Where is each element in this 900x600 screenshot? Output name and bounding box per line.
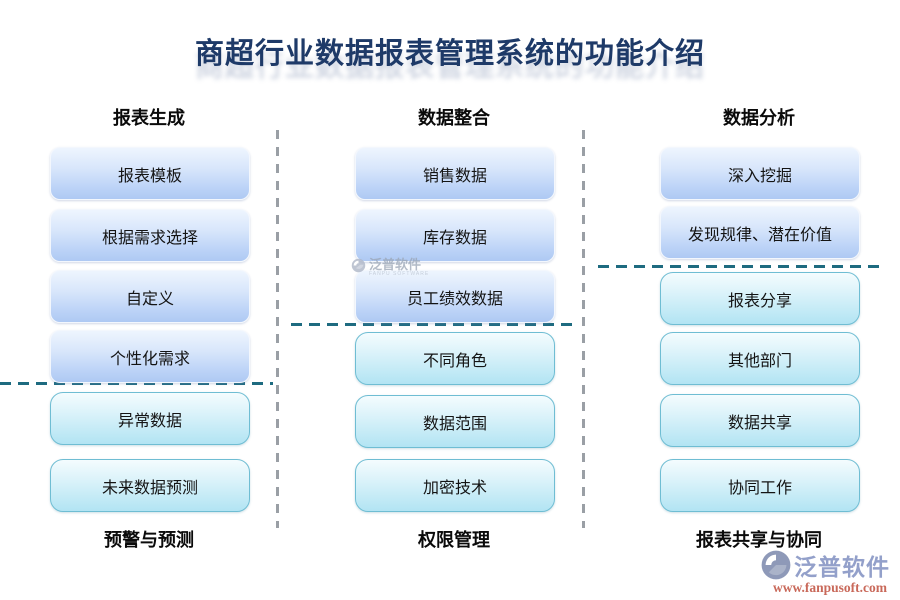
group-divider-col3 xyxy=(598,265,881,268)
column-footer-permission-management: 权限管理 xyxy=(418,530,490,550)
column-footer-warning-forecast: 预警与预测 xyxy=(104,530,194,550)
box-inventory-data: 库存数据 xyxy=(355,209,555,262)
box-deep-mining: 深入挖掘 xyxy=(660,147,860,200)
page-title: 商超行业数据报表管理系统的功能介绍 xyxy=(194,38,705,70)
box-discover-patterns-value: 发现规律、潜在价值 xyxy=(660,206,860,259)
fanpu-logo-icon xyxy=(760,549,792,581)
box-personalized-need: 个性化需求 xyxy=(50,330,250,383)
box-employee-performance-data: 员工绩效数据 xyxy=(355,270,555,323)
box-encryption-technology: 加密技术 xyxy=(355,459,555,512)
box-different-roles: 不同角色 xyxy=(355,332,555,385)
box-collaborative-work: 协同工作 xyxy=(660,459,860,512)
group-divider-col1 xyxy=(0,382,273,385)
vertical-divider-2 xyxy=(582,130,585,528)
box-data-scope: 数据范围 xyxy=(355,395,555,448)
box-select-by-need: 根据需求选择 xyxy=(50,209,250,262)
fanpu-logo: 泛普软件 www.fanpusoft.com xyxy=(760,548,900,596)
box-report-sharing: 报表分享 xyxy=(660,272,860,325)
logo-name: 泛普软件 xyxy=(794,554,890,580)
logo-url: www.fanpusoft.com xyxy=(772,580,887,595)
box-sales-data: 销售数据 xyxy=(355,147,555,200)
box-data-sharing: 数据共享 xyxy=(660,394,860,447)
column-header-report-generation: 报表生成 xyxy=(113,108,185,128)
column-header-data-analysis: 数据分析 xyxy=(723,108,795,128)
box-other-departments: 其他部门 xyxy=(660,332,860,385)
column-header-data-integration: 数据整合 xyxy=(418,108,490,128)
box-report-template: 报表模板 xyxy=(50,147,250,200)
box-future-data-forecast: 未来数据预测 xyxy=(50,459,250,512)
group-divider-col2 xyxy=(291,323,579,326)
box-abnormal-data: 异常数据 xyxy=(50,392,250,445)
vertical-divider-1 xyxy=(276,130,279,528)
box-custom: 自定义 xyxy=(50,270,250,323)
column-footer-report-share-collab: 报表共享与协同 xyxy=(696,530,822,550)
